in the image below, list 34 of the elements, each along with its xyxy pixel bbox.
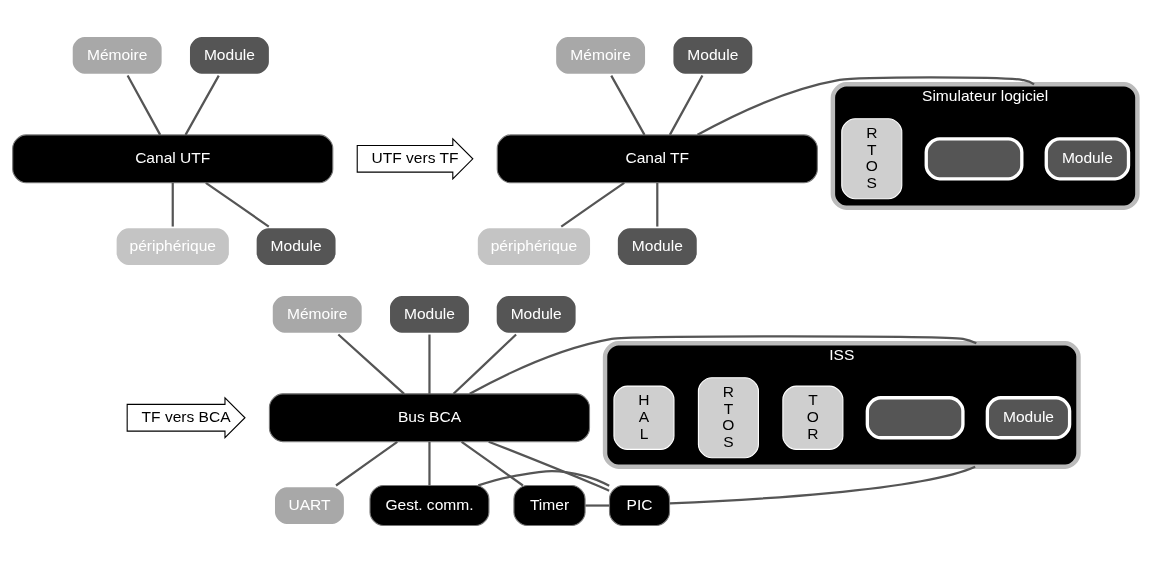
connector [428, 334, 431, 394]
node-box: R T O S [841, 118, 903, 200]
connector [560, 181, 625, 228]
node-box: Module [985, 396, 1072, 440]
connector [469, 335, 977, 395]
connector [461, 440, 524, 487]
connector [171, 182, 174, 227]
node-box [924, 137, 1024, 181]
node-box: Module [1044, 137, 1131, 181]
node-box [865, 396, 965, 440]
node-box: Canal TF [496, 134, 818, 184]
node-box: R T O S [697, 377, 759, 459]
connector [669, 465, 976, 505]
node-box: Bus BCA [268, 393, 591, 443]
connector [585, 504, 610, 507]
connector [488, 440, 610, 492]
node-box: Timer [513, 485, 586, 527]
node-box: PIC [608, 485, 671, 527]
connector [477, 470, 610, 487]
connector [337, 333, 405, 395]
node-box: T O R [782, 385, 844, 450]
connector [335, 440, 398, 487]
connector [697, 76, 1035, 136]
connector [656, 182, 659, 227]
node-box: H A L [613, 385, 675, 450]
connector [184, 75, 220, 136]
connector [205, 181, 270, 228]
node-box: Gest. comm. [369, 485, 490, 527]
connector [428, 441, 431, 486]
connector [610, 75, 646, 136]
node-box: Canal UTF [12, 134, 334, 184]
connector [126, 75, 162, 136]
connector [668, 75, 704, 136]
connector [452, 333, 517, 395]
